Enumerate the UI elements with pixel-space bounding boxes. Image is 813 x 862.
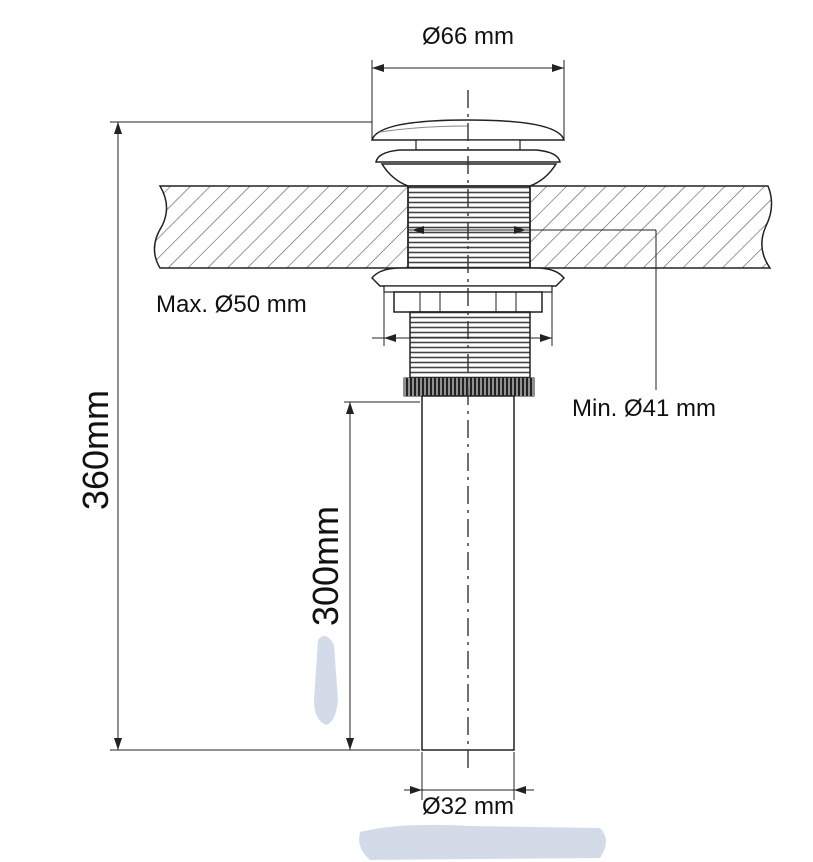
dim-max-diameter: [372, 292, 553, 346]
countertop: [153, 185, 773, 269]
label-max-diameter: Max. Ø50 mm: [156, 291, 307, 318]
dim-top-diameter: [371, 60, 565, 140]
dim-pipe-diameter: [404, 752, 534, 800]
label-pipe-diameter: Ø32 mm: [422, 793, 514, 820]
label-total-height: 360mm: [75, 390, 116, 510]
label-min-diameter: Min. Ø41 mm: [572, 395, 716, 422]
label-pipe-length: 300mm: [305, 506, 346, 626]
dim-total-height: [110, 121, 420, 751]
knurled-collar: [403, 377, 535, 397]
label-top-diameter: Ø66 mm: [422, 23, 514, 50]
threaded-body: [407, 185, 531, 269]
dim-pipe-length: [344, 401, 420, 750]
background-smudges: [314, 636, 606, 860]
lower-thread: [409, 311, 531, 379]
dim-min-diameter: [408, 226, 657, 390]
